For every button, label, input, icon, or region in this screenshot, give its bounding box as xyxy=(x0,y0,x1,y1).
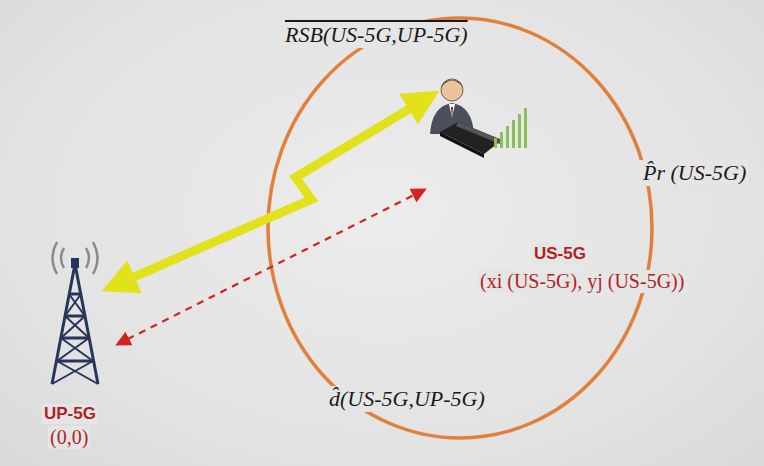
coverage-ellipse xyxy=(268,18,652,438)
radio-link-arrow xyxy=(118,100,424,284)
tower-icon xyxy=(30,236,122,388)
distance-arrow xyxy=(118,190,424,344)
node-name: UP-5G xyxy=(42,404,98,424)
node-coordinates: (xi (US-5G), yj (US-5G)) xyxy=(478,270,686,293)
distance-label: d̂(US-5G,UP-5G) xyxy=(326,386,488,412)
node-name: US-5G xyxy=(532,244,588,264)
signal-strength-label: RSB(US-5G,UP-5G) xyxy=(282,22,471,48)
node-coordinates: (0,0) xyxy=(48,426,90,449)
user-icon xyxy=(420,72,532,162)
received-power-label: P̂r (US-5G) xyxy=(640,160,749,186)
base-station-node: UP-5G(0,0) xyxy=(30,236,122,453)
